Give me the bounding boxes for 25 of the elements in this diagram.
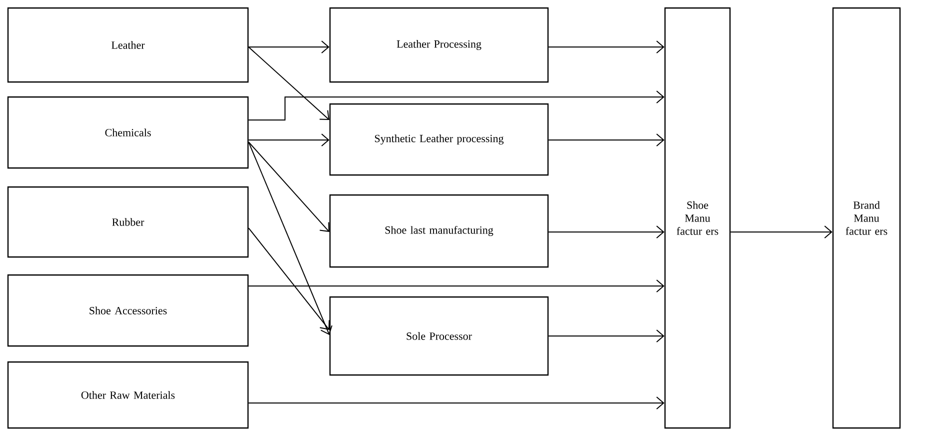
arrow	[548, 40, 664, 54]
process-box: Shoe Accessories	[7, 274, 249, 347]
arrow	[248, 40, 330, 54]
arrow	[248, 46, 330, 120]
arrow	[248, 280, 664, 292]
process-box: Other Raw Materials	[7, 361, 249, 429]
arrow	[248, 134, 330, 146]
process-box: Leather Processing	[329, 7, 549, 83]
process-box: Rubber	[7, 186, 249, 258]
process-box: Leather	[7, 7, 249, 83]
arrow	[248, 396, 664, 410]
arrow	[730, 226, 832, 238]
arrow	[248, 142, 332, 335]
process-box: Brand Manu factur ers	[832, 7, 901, 429]
process-box: Synthetic Leather processing	[329, 103, 549, 176]
process-box: Shoe Manu factur ers	[664, 7, 731, 429]
process-box: Chemicals	[7, 96, 249, 169]
process-box: Sole Processor	[329, 296, 549, 376]
arrow	[548, 134, 664, 146]
arrow	[248, 90, 664, 120]
arrow	[548, 226, 664, 238]
arrow	[548, 330, 664, 342]
arrow	[248, 142, 330, 232]
arrow	[248, 228, 330, 330]
process-box: Shoe last manufacturing	[329, 194, 549, 268]
